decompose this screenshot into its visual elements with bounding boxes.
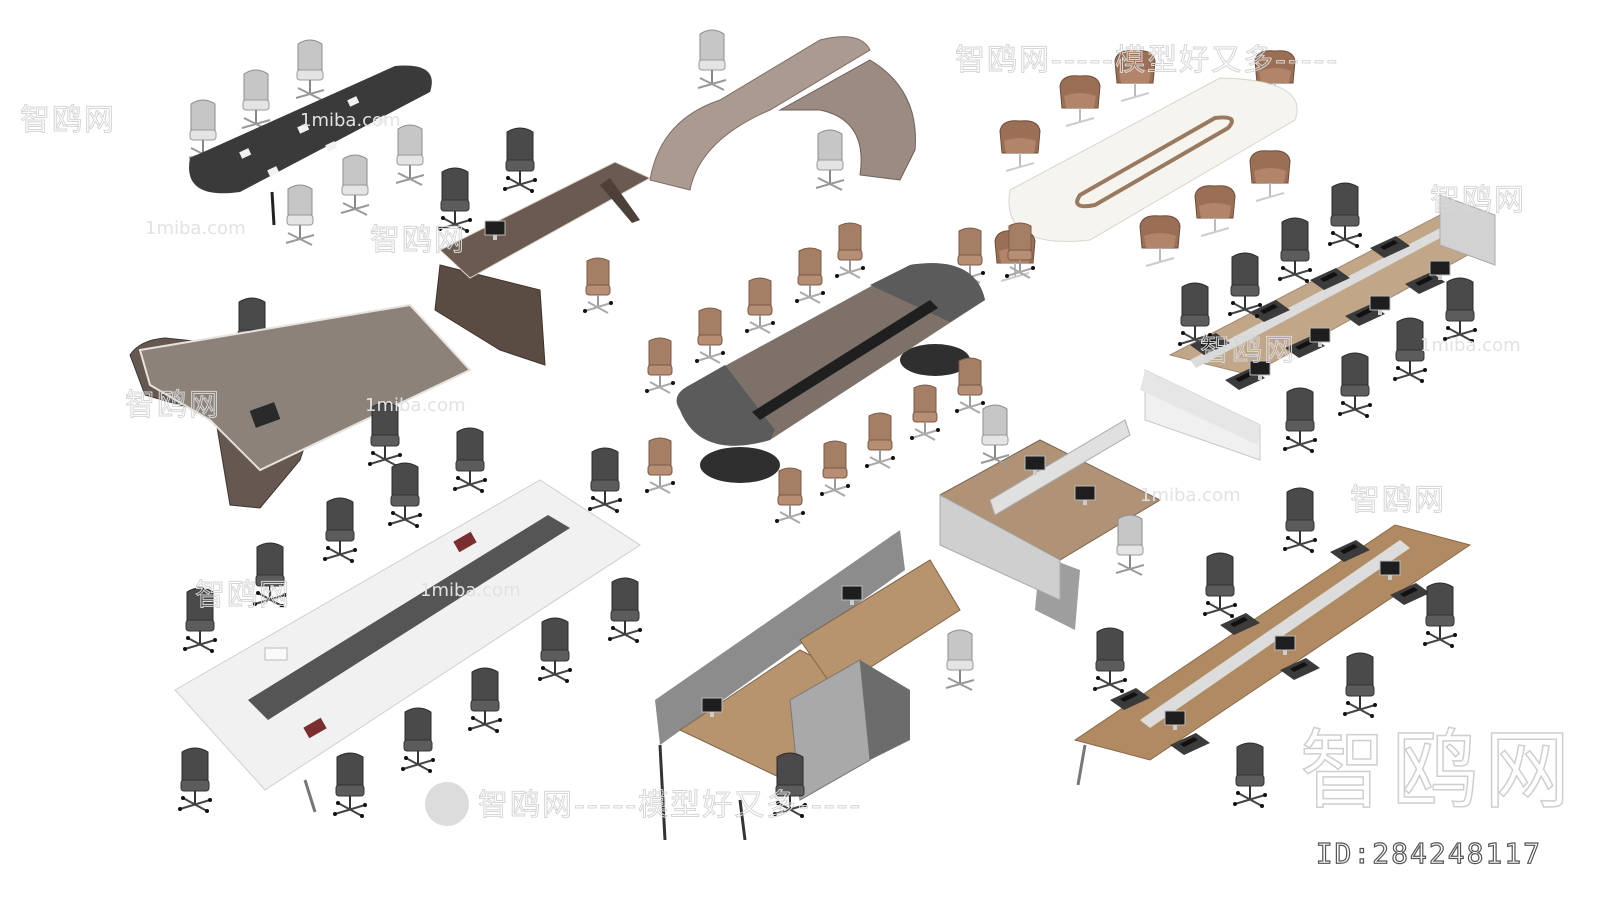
wood-bench-desk-set [1073,487,1472,809]
watermark-brand-left-low: 智鸥网 [195,578,291,614]
cubicle-workstation-set [655,530,975,841]
watermark-domain-4: 1miba.com [365,395,466,416]
watermark-brand-right: 智鸥网 [1430,183,1526,219]
l-shaped-executive-desk [129,297,472,509]
watermark-brand-left-mid: 智鸥网 [125,388,221,424]
watermark-domain-5: 1miba.com [1140,485,1241,506]
watermark-brand-right-low: 智鸥网 [1350,483,1446,519]
watermark-brand-right-mid: 智鸥网 [1200,333,1296,369]
watermark-brand-line-top: 智鸥网-----模型好又多----- [954,43,1340,79]
white-oval-conference-table [994,49,1298,282]
watermark-domain: 1miba.com [300,110,401,131]
watermark-domain-6: 1miba.com [420,580,521,601]
watermark-brand-mid-left: 智鸥网 [370,223,466,259]
executive-desk-set [434,127,652,366]
curved-reception-desk [649,29,916,191]
workstation-bench-set [1140,182,1497,461]
two-person-workstation [938,404,1162,630]
white-long-meeting-table-set [174,427,643,819]
watermark-domain-2: 1miba.com [145,218,246,239]
image-id-label: ID:284248117 [1315,836,1542,870]
watermark-big-mark: 智鸥网 [1299,720,1576,822]
black-conference-table-set [188,39,432,246]
watermark-logo-icon [425,782,469,826]
watermark-brand-left: 智鸥网 [20,103,116,139]
large-conference-table-set [644,222,1036,524]
watermark-brand-line-bottom: 智鸥网-----模型好又多----- [477,788,863,824]
watermark-domain-3: 1miba.com [1420,335,1521,356]
